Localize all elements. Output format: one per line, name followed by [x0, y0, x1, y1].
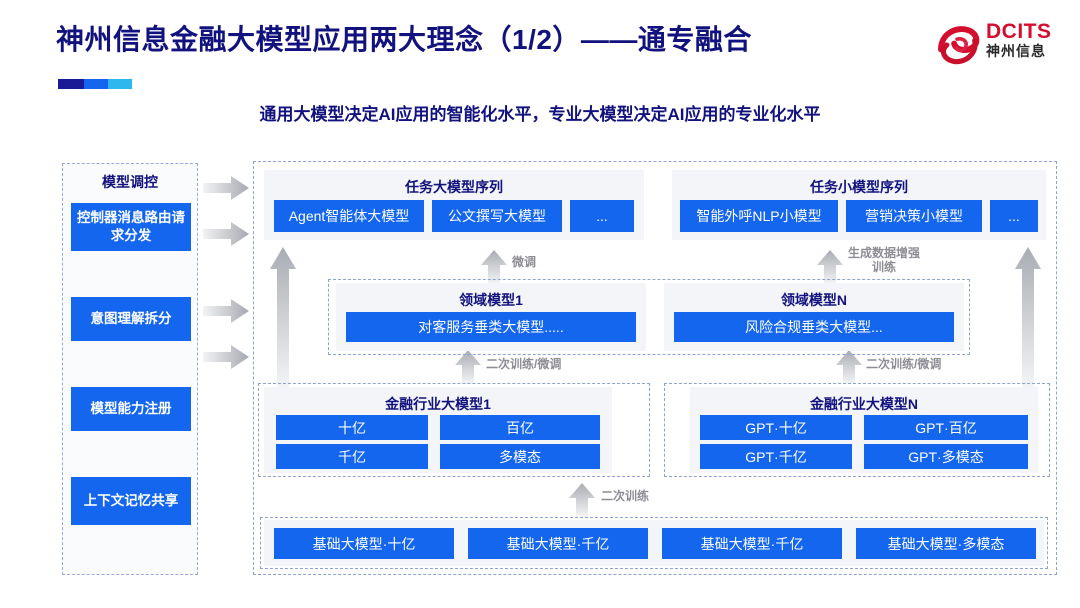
slide-subtitle: 通用大模型决定AI应用的智能化水平，专业大模型决定AI应用的专业化水平: [259, 105, 821, 124]
group-task-big-model-sequence: 任务大模型序列 Agent智能体大模型 公文撰写大模型 ...: [264, 170, 644, 240]
up-arrow-icon-augment-right: [817, 250, 843, 284]
chip-customer-service-vertical-model[interactable]: 对客服务垂类大模型.....: [346, 312, 636, 342]
base-models-container: [260, 517, 1048, 569]
title-accent-bar: [58, 79, 132, 89]
up-arrow-icon-tall-left: [270, 247, 296, 389]
chip-finn-gpt-hundred-billion[interactable]: GPT·千亿: [700, 444, 852, 469]
chip-base-trillion[interactable]: 基础大模型·千亿: [662, 528, 842, 559]
arrow-label-augment-right: 生成数据增强 训练: [848, 246, 920, 274]
group-domain-model-n: 领域模型N 风险合规垂类大模型...: [664, 283, 964, 351]
up-arrow-icon-tall-right: [1015, 247, 1041, 389]
group-finance-big-model-1: 金融行业大模型1 十亿 百亿 千亿 多模态: [264, 387, 612, 473]
right-arrow-icon-2: [203, 222, 249, 246]
domain-models-container: [328, 279, 970, 355]
sidebar-item-capability-registry[interactable]: 模型能力注册: [71, 387, 191, 431]
chip-base-billion[interactable]: 基础大模型·十亿: [274, 528, 454, 559]
finance-model-1-container: [258, 383, 650, 477]
arrow-label-retrain-left: 二次训练/微调: [486, 357, 562, 371]
page-title: 神州信息金融大模型应用两大理念（1/2）——通专融合: [56, 24, 752, 55]
finance-model-n-container: [664, 383, 1050, 477]
chip-outbound-nlp-model[interactable]: 智能外呼NLP小模型: [680, 200, 838, 232]
up-arrow-icon-retrain-left: [455, 350, 481, 384]
group-title-task-big: 任务大模型序列: [405, 179, 503, 195]
arrow-label-augment-line2: 训练: [872, 260, 897, 274]
chip-agent-big-model[interactable]: Agent智能体大模型: [274, 200, 424, 232]
sidebar-item-intent-parsing[interactable]: 意图理解拆分: [71, 297, 191, 341]
group-title-finance-1: 金融行业大模型1: [385, 396, 491, 412]
up-arrow-icon-retrain-right: [836, 350, 862, 384]
sidebar-item-context-memory[interactable]: 上下文记忆共享: [71, 477, 191, 525]
dcits-swirl-icon: [938, 26, 980, 65]
group-title-domain-1: 领域模型1: [459, 292, 523, 308]
group-title-task-small: 任务小模型序列: [810, 179, 908, 195]
chip-fin1-ten-billion[interactable]: 百亿: [440, 415, 600, 440]
accent-segment-3: [108, 79, 132, 89]
chip-fin1-hundred-billion[interactable]: 千亿: [276, 444, 428, 469]
chip-finn-gpt-ten-billion[interactable]: GPT·百亿: [864, 415, 1028, 440]
sidebar-title: 模型调控: [102, 174, 158, 190]
dcits-logo: DCITS 神州信息: [938, 20, 1066, 74]
group-domain-model-1: 领域模型1 对客服务垂类大模型.....: [336, 283, 646, 351]
right-arrow-icon-3: [203, 299, 249, 323]
chip-fin1-multimodal[interactable]: 多模态: [440, 444, 600, 469]
logo-text-en: DCITS: [986, 20, 1052, 43]
group-title-finance-n: 金融行业大模型N: [809, 396, 919, 412]
arrow-label-finetune-left: 微调: [512, 255, 537, 269]
arrow-label-augment-line1: 生成数据增强: [848, 246, 921, 260]
right-arrow-icon-1: [203, 176, 249, 200]
architecture-panel: [253, 161, 1057, 575]
right-arrow-icon-4: [203, 345, 249, 369]
accent-segment-1: [58, 79, 84, 89]
group-title-domain-n: 领域模型N: [780, 292, 848, 308]
chip-base-multimodal[interactable]: 基础大模型·多模态: [856, 528, 1036, 559]
chip-finn-gpt-billion[interactable]: GPT·十亿: [700, 415, 852, 440]
chip-finn-gpt-multimodal[interactable]: GPT·多模态: [864, 444, 1028, 469]
chip-task-small-more[interactable]: ...: [990, 200, 1038, 232]
up-arrow-icon-retrain-base: [569, 483, 595, 517]
up-arrow-icon-finetune-left: [481, 250, 507, 284]
logo-text-cn: 神州信息: [986, 43, 1046, 59]
model-control-panel: 模型调控 控制器消息路由请求分发 意图理解拆分 模型能力注册 上下文记忆共享: [62, 163, 198, 575]
arrow-label-retrain-right: 二次训练/微调: [866, 357, 942, 371]
chip-task-big-more[interactable]: ...: [570, 200, 634, 232]
chip-marketing-decision-model[interactable]: 营销决策小模型: [846, 200, 982, 232]
chip-fin1-billion[interactable]: 十亿: [276, 415, 428, 440]
group-task-small-model-sequence: 任务小模型序列 智能外呼NLP小模型 营销决策小模型 ...: [672, 170, 1046, 240]
group-base-models: 基础大模型·十亿 基础大模型·千亿 基础大模型·千亿 基础大模型·多模态: [264, 520, 1044, 566]
slide-header: 神州信息金融大模型应用两大理念（1/2）——通专融合 DCITS 神州信息: [0, 0, 1080, 92]
logo-wordmark: DCITS 神州信息: [986, 21, 1068, 60]
chip-risk-compliance-vertical-model[interactable]: 风险合规垂类大模型...: [674, 312, 954, 342]
chip-base-hundred-billion[interactable]: 基础大模型·千亿: [468, 528, 648, 559]
arrow-label-retrain-base: 二次训练: [601, 489, 650, 503]
group-finance-big-model-n: 金融行业大模型N GPT·十亿 GPT·百亿 GPT·千亿 GPT·多模态: [690, 387, 1038, 473]
accent-segment-2: [84, 79, 108, 89]
chip-doc-writing-model[interactable]: 公文撰写大模型: [432, 200, 562, 232]
sidebar-item-controller-routing[interactable]: 控制器消息路由请求分发: [71, 203, 191, 251]
